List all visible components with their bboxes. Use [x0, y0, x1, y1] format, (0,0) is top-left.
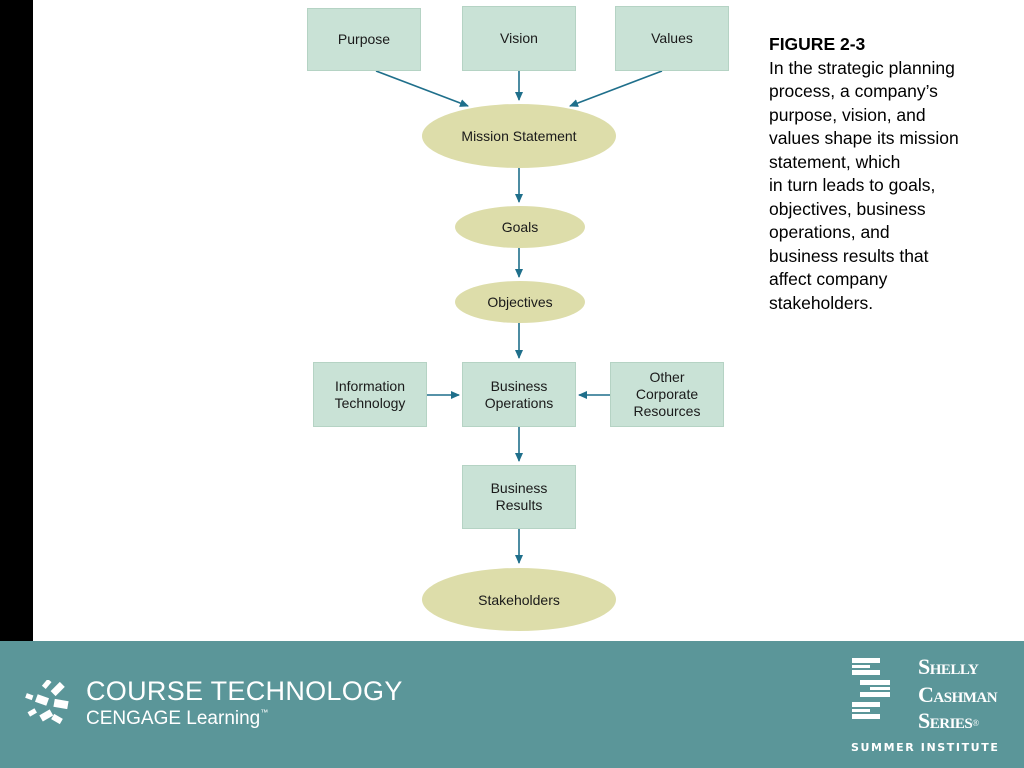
series-text: Series [918, 708, 973, 733]
series-word: Series® [918, 708, 979, 734]
course-technology-logo-icon [25, 680, 69, 725]
vision-box: Vision [462, 6, 576, 71]
cengage-text: CENGAGE Learning [86, 708, 261, 729]
arrow-purpose-mission [375, 70, 469, 107]
caption-line: affect company [769, 269, 888, 289]
figure-caption: FIGURE 2-3 In the strategic planning pro… [769, 33, 1009, 315]
course-technology-wordmark: COURSE TECHNOLOGY [86, 676, 403, 706]
summer-institute-label: SUMMER INSTITUTE [851, 741, 1000, 754]
caption-line: stakeholders. [769, 292, 874, 313]
other-corporate-resources-box: Other Corporate Resources [610, 362, 724, 427]
trademark-symbol: ™ [260, 708, 269, 717]
strategic-planning-diagram: Purpose Vision Values Mission Statement … [307, 6, 729, 631]
figure-title: FIGURE 2-3 [769, 34, 866, 54]
registered-symbol: ® [972, 717, 979, 728]
information-technology-box: Information Technology [313, 362, 427, 427]
cashman-word: Cashman [918, 682, 998, 707]
caption-line: purpose, vision, and [769, 104, 926, 125]
caption-line: objectives, business [769, 198, 926, 219]
caption-line: process, a company’s [769, 81, 938, 101]
arrow-values-mission [569, 70, 663, 107]
mission-statement-ellipse: Mission Statement [422, 104, 616, 168]
caption-line: operations, and [769, 222, 890, 242]
shelly-word: Shelly [918, 654, 979, 679]
stakeholders-ellipse: Stakeholders [422, 568, 616, 631]
caption-line: in turn leads to goals, [769, 175, 936, 195]
objectives-ellipse: Objectives [455, 281, 585, 323]
shelly-cashman-books-icon [852, 658, 890, 719]
goals-ellipse: Goals [455, 206, 585, 248]
values-box: Values [615, 6, 729, 71]
business-results-box: Business Results [462, 465, 576, 529]
purpose-box: Purpose [307, 8, 421, 71]
cengage-learning-wordmark: CENGAGE Learning™ [86, 708, 268, 730]
diagram-arrows [375, 70, 663, 564]
caption-line: values shape its mission [769, 128, 959, 148]
business-operations-box: Business Operations [462, 362, 576, 427]
caption-line: In the strategic planning [769, 57, 955, 78]
left-black-bar [0, 0, 33, 641]
caption-line: statement, which [769, 151, 901, 172]
caption-line: business results that [769, 245, 929, 266]
